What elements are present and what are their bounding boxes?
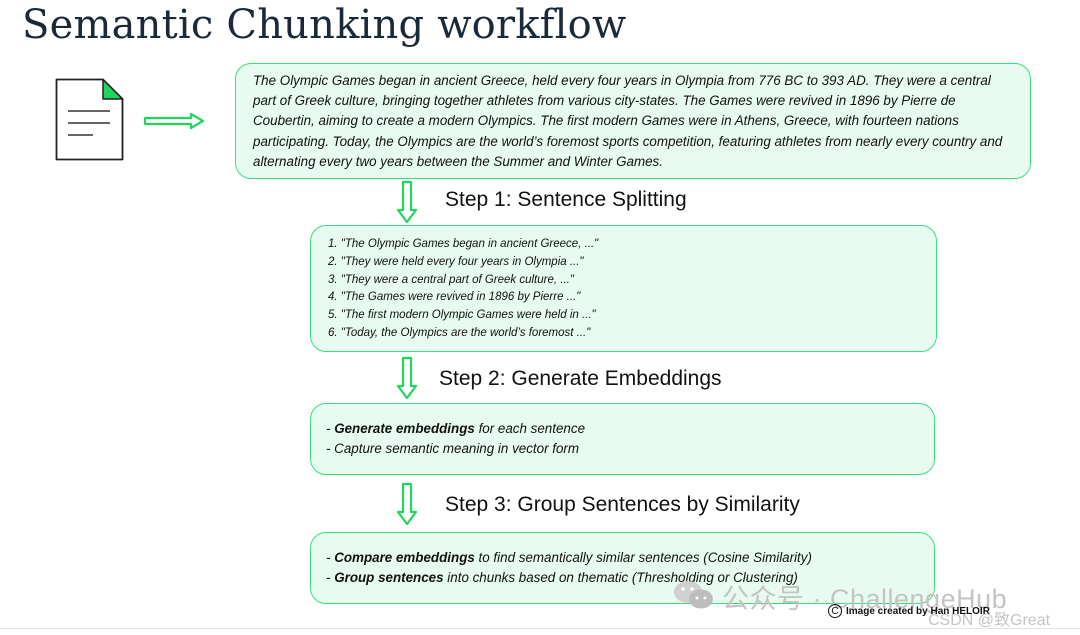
source-text: The Olympic Games began in ancient Greec…: [253, 73, 1003, 169]
source-text-box: The Olympic Games began in ancient Greec…: [235, 63, 1031, 179]
grouping-highlight-2: Group sentences: [334, 570, 444, 586]
sentence-item: 4. "The Games were revived in 1896 by Pi…: [328, 291, 581, 304]
sentence-list: 1. "The Olympic Games began in ancient G…: [328, 236, 922, 343]
grouping-line-2: - Group sentences into chunks based on t…: [326, 568, 920, 588]
step-3-label: Step 3: Group Sentences by Similarity: [445, 493, 800, 516]
embeddings-highlight: Generate embeddings: [334, 421, 475, 436]
bullet-prefix: -: [326, 570, 335, 586]
arrow-right-icon: [143, 112, 205, 130]
sentence-item: 2. "They were held every four years in O…: [328, 255, 584, 268]
grouping-box: - Compare embeddings to find semanticall…: [310, 532, 935, 604]
embeddings-line-1: - Generate embeddings for each sentence: [326, 419, 920, 439]
embeddings-line-1-rest: for each sentence: [474, 421, 586, 436]
divider: [0, 628, 1080, 629]
page-title: Semantic Chunking workflow: [22, 2, 627, 48]
grouping-line-1: - Compare embeddings to find semanticall…: [326, 548, 920, 568]
grouping-line-1-rest: to find semantically similar sentences (…: [474, 550, 812, 565]
sentence-item: 3. "They were a central part of Greek cu…: [328, 273, 574, 286]
grouping-line-2-rest: into chunks based on thematic (Threshold…: [443, 570, 798, 586]
sentence-item: 5. "The first modern Olympic Games were …: [328, 309, 596, 322]
arrow-down-icon: [396, 180, 418, 224]
document-icon: [55, 78, 124, 161]
credit-text: Image created by Han HELOIR: [846, 605, 990, 617]
image-credit: C Image created by Han HELOIR: [828, 604, 990, 618]
grouping-highlight-1: Compare embeddings: [334, 550, 475, 565]
watermark-channel: 公众号 · ChallengeHub: [722, 584, 1008, 614]
bullet-prefix: -: [326, 550, 335, 565]
sentence-item: 6. "Today, the Olympics are the world’s …: [328, 326, 591, 339]
arrow-down-icon: [396, 482, 418, 526]
wechat-icon: [674, 581, 713, 609]
arrow-down-icon: [396, 356, 418, 400]
bullet-prefix: -: [326, 421, 335, 436]
csdn-watermark: CSDN @致Great: [928, 612, 1051, 629]
embeddings-box: - Generate embeddings for each sentence …: [310, 403, 935, 475]
embeddings-line-2: - Capture semantic meaning in vector for…: [326, 441, 580, 457]
step-2-label: Step 2: Generate Embeddings: [439, 367, 722, 390]
step-1-label: Step 1: Sentence Splitting: [445, 188, 687, 211]
sentence-item: 1. "The Olympic Games began in ancient G…: [328, 238, 599, 250]
sentence-list-box: 1. "The Olympic Games began in ancient G…: [310, 225, 937, 352]
copyright-icon: C: [828, 604, 842, 618]
